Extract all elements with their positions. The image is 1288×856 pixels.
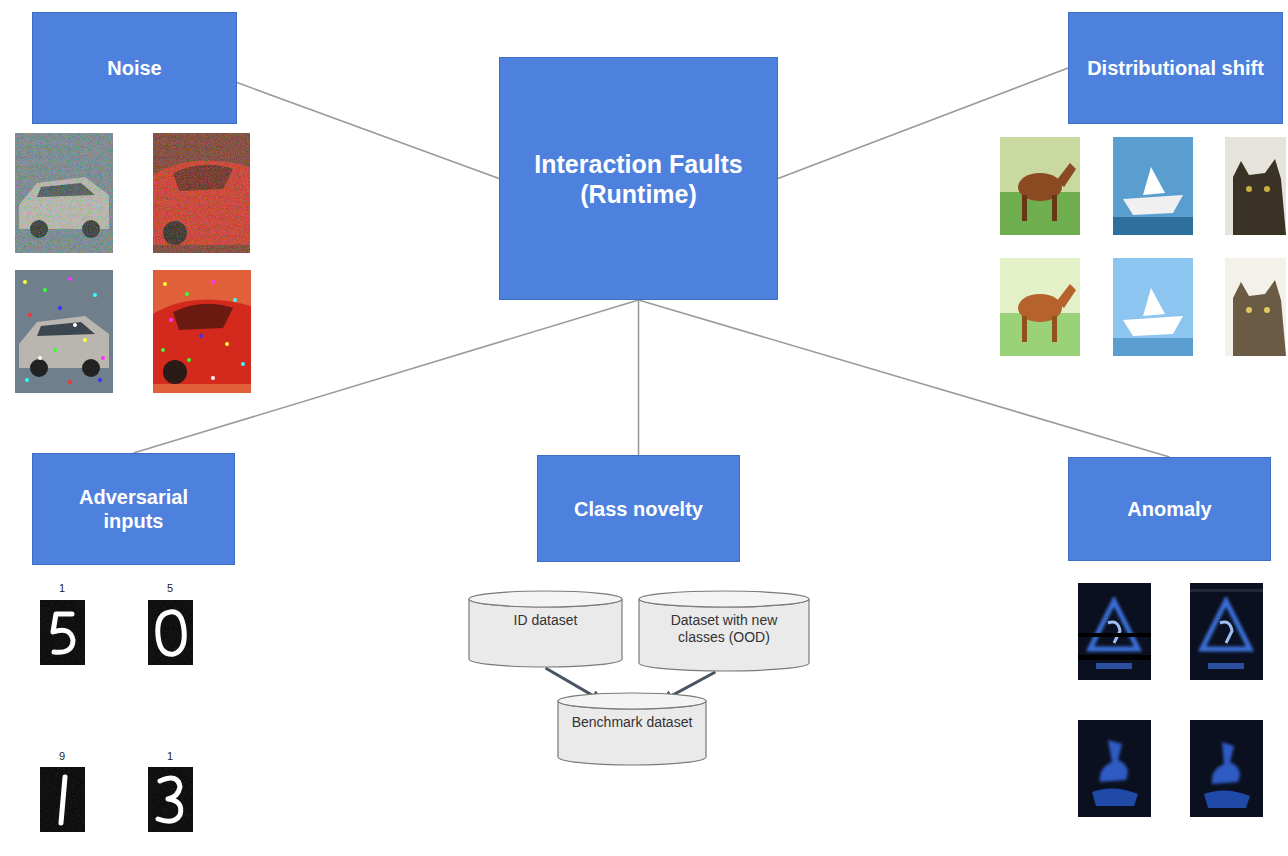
connector-line xyxy=(237,83,499,179)
cylinder-top xyxy=(469,591,622,607)
dataset-cylinder: Benchmark dataset xyxy=(557,692,707,766)
node-label: Interaction Faults (Runtime) xyxy=(518,149,759,209)
dataset-cylinder: Dataset with new classes (OOD) xyxy=(638,590,810,672)
dataset-label: Benchmark dataset xyxy=(572,714,693,731)
digit-image xyxy=(148,600,193,665)
boat-image xyxy=(1113,258,1193,356)
digit-image xyxy=(148,767,193,832)
dataset-cylinder: ID dataset xyxy=(468,590,623,668)
connector-line xyxy=(638,300,640,455)
connector-line xyxy=(134,300,639,453)
noisy-car-image xyxy=(153,133,250,253)
digit-label: 1 xyxy=(167,750,173,762)
node-label: Distributional shift xyxy=(1087,56,1264,80)
horse-image xyxy=(1000,137,1080,235)
fault-box: Anomaly xyxy=(1068,457,1271,561)
dataset-label: ID dataset xyxy=(514,612,578,629)
fault-box: Class novelty xyxy=(537,455,740,562)
node-label: Noise xyxy=(107,56,161,80)
noisy-car-image xyxy=(15,133,113,253)
cylinder-outline xyxy=(468,590,623,668)
node-label: Adversarial inputs xyxy=(51,485,216,533)
digit-image xyxy=(40,600,85,665)
cat-image xyxy=(1225,137,1286,235)
cylinder-top xyxy=(639,591,809,607)
connector-line xyxy=(639,300,1170,457)
cat-image xyxy=(1225,258,1286,356)
cylinder-body xyxy=(469,599,622,667)
digit-label: 9 xyxy=(59,750,65,762)
cylinder-body xyxy=(558,701,706,765)
dataset-label: Dataset with new classes (OOD) xyxy=(650,612,798,646)
cylinder-top xyxy=(558,693,706,709)
anomaly-sign-image xyxy=(1078,720,1151,817)
horse-image xyxy=(1000,258,1080,356)
anomaly-sign-image xyxy=(1190,583,1263,680)
fault-box: Distributional shift xyxy=(1068,12,1283,124)
anomaly-sign-image xyxy=(1078,583,1151,680)
node-label: Anomaly xyxy=(1127,497,1211,521)
digit-label: 1 xyxy=(59,582,65,594)
anomaly-sign-image xyxy=(1190,720,1263,817)
digit-label: 5 xyxy=(167,582,173,594)
node-label: Class novelty xyxy=(574,497,703,521)
salt-pepper-car-image xyxy=(153,270,251,393)
cylinder-body xyxy=(639,599,809,671)
salt-pepper-car-image xyxy=(15,270,113,393)
boat-image xyxy=(1113,137,1193,235)
digit-image xyxy=(40,767,85,832)
connector-line xyxy=(778,68,1068,179)
central-box: Interaction Faults (Runtime) xyxy=(499,57,778,300)
fault-box: Adversarial inputs xyxy=(32,453,235,565)
fault-box: Noise xyxy=(32,12,237,124)
